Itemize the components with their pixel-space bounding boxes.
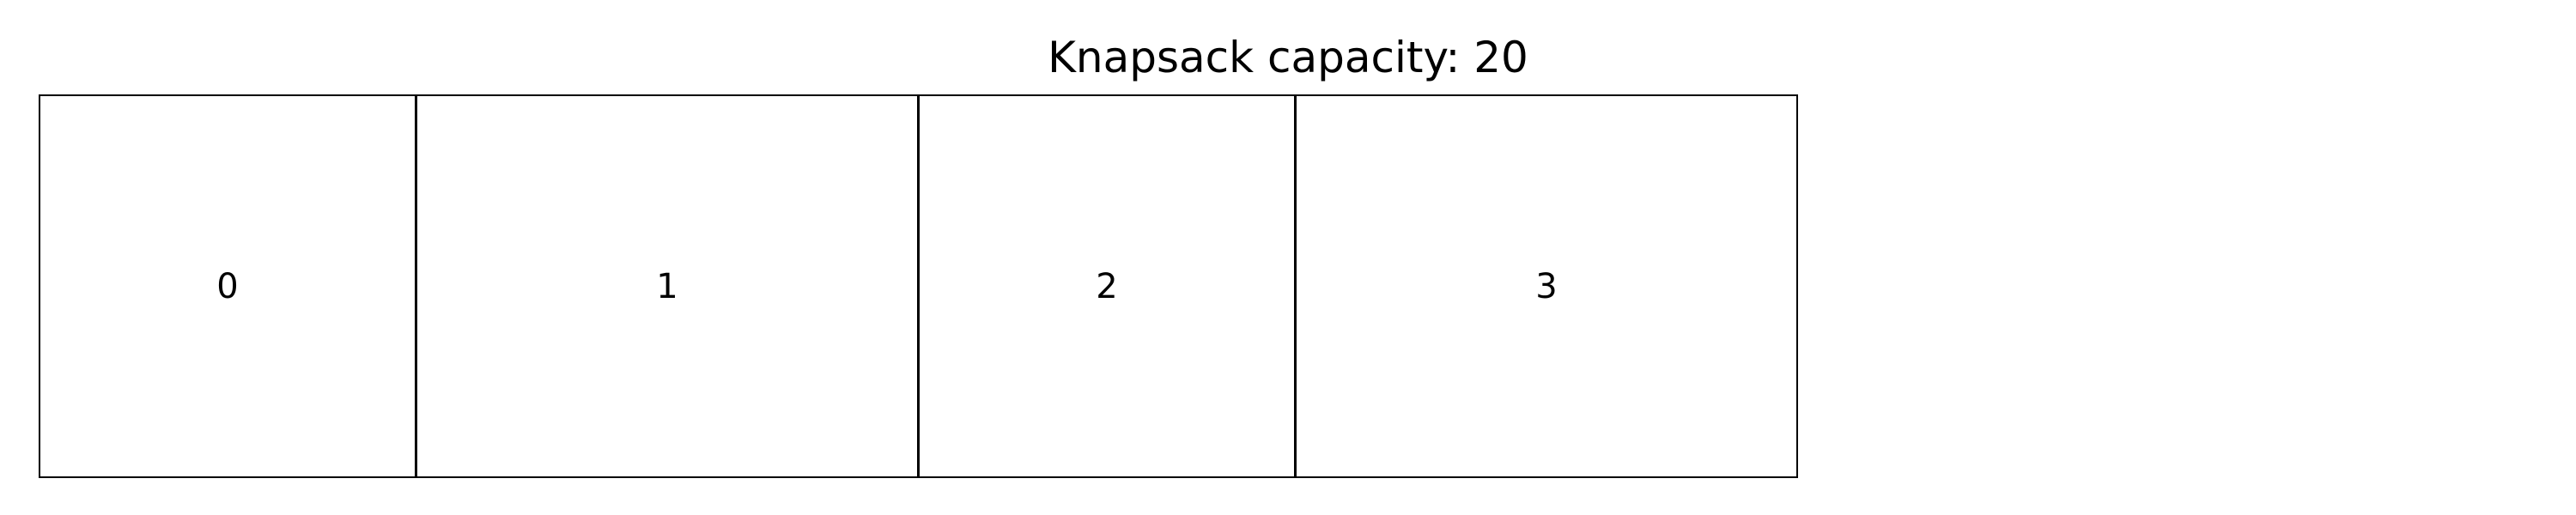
knapsack-item: 1 bbox=[417, 96, 920, 476]
knapsack-item: 0 bbox=[40, 96, 417, 476]
knapsack-item: 2 bbox=[920, 96, 1297, 476]
item-label: 0 bbox=[216, 266, 239, 306]
item-label: 1 bbox=[656, 266, 678, 306]
knapsack-capacity-title: Knapsack capacity: 20 bbox=[1048, 33, 1528, 82]
knapsack-container: 0 1 2 3 bbox=[39, 94, 1798, 478]
item-label: 2 bbox=[1096, 266, 1118, 306]
knapsack-item: 3 bbox=[1297, 96, 1796, 476]
item-label: 3 bbox=[1535, 266, 1558, 306]
